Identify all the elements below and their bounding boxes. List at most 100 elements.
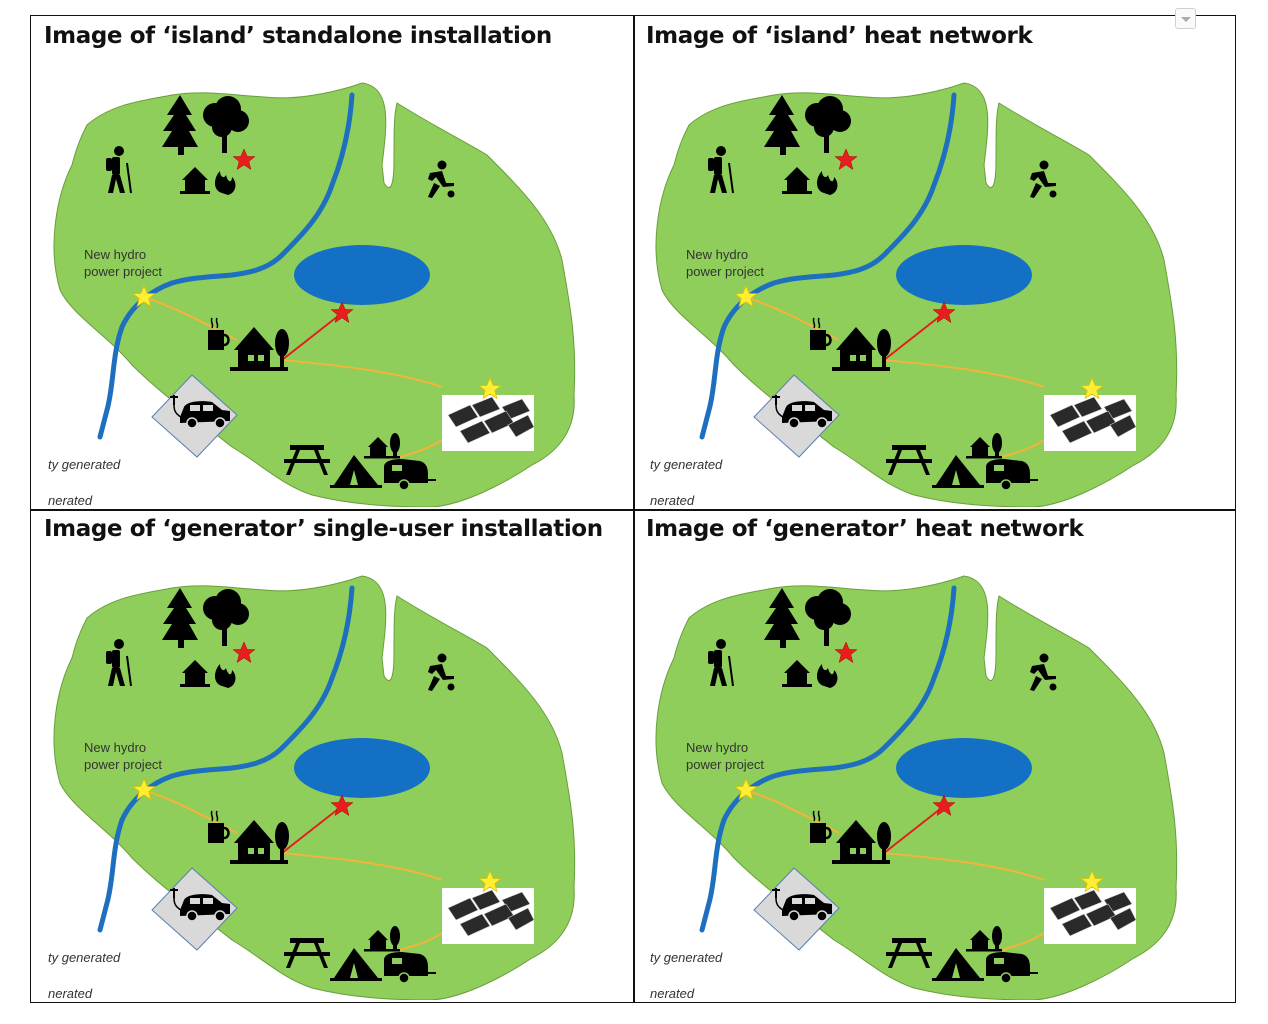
runner-icon — [1030, 160, 1057, 198]
caravan-icon — [384, 459, 436, 491]
caravan-icon — [986, 952, 1038, 984]
fire-icon — [215, 664, 236, 688]
heat-line-lake-to-house — [883, 805, 945, 854]
power-line-solar-to-camp — [1001, 439, 1045, 458]
runner-icon — [428, 160, 455, 198]
park-map-illustration: New hydro power project — [650, 575, 1178, 1000]
tree-icon — [764, 95, 851, 155]
house-icon — [782, 167, 812, 194]
solar-panel-icon — [442, 888, 535, 944]
tree-icon — [162, 588, 249, 648]
tree-icon — [764, 588, 851, 648]
panel-island-heat-network: Image of ‘island’ heat network — [634, 17, 1234, 507]
park-map-illustration: New hydro power project — [48, 575, 576, 1000]
caravan-icon — [384, 952, 436, 984]
cafe-icon — [810, 317, 832, 350]
solar-panel-icon — [1044, 395, 1137, 451]
hiker-icon — [106, 146, 132, 194]
panel-title: Image of ‘generator’ heat network — [646, 516, 1084, 542]
caption-line1: ty generated — [48, 457, 121, 472]
river — [699, 585, 957, 933]
caption-line1: ty generated — [650, 950, 723, 965]
hydro-label-line2: power project — [686, 264, 764, 279]
caption-line1: ty generated — [650, 457, 723, 472]
park-map-illustration: New hydro power project — [48, 82, 576, 507]
lake — [294, 245, 430, 305]
panel-generator-heat-network: Image of ‘generator’ heat network — [634, 510, 1234, 1000]
hydro-label-line1: New hydro — [686, 740, 748, 755]
caption-line2: nerated — [48, 493, 93, 507]
fire-icon — [215, 171, 236, 195]
power-line-solar-to-camp — [1001, 932, 1045, 951]
panel-generator-single-user: Image of ‘generator’ single-user install… — [32, 510, 632, 1000]
park-map-illustration: New hydro power project — [650, 82, 1178, 507]
heat-line-lake-to-house — [281, 805, 343, 854]
caption-line2: nerated — [650, 986, 695, 1000]
cafe-icon — [810, 810, 832, 843]
hiker-icon — [708, 639, 734, 687]
hydro-label-line2: power project — [686, 757, 764, 772]
caravan-icon — [986, 459, 1038, 491]
house-icon — [230, 820, 289, 864]
house-icon — [832, 327, 891, 371]
scenario-table — [30, 15, 1236, 1003]
tent-icon — [932, 948, 984, 981]
lake — [896, 738, 1032, 798]
tent-icon — [330, 455, 382, 488]
caption-line2: nerated — [650, 493, 695, 507]
picnic-table-icon — [284, 445, 330, 475]
panel-title: Image of ‘island’ standalone installatio… — [44, 23, 552, 49]
cafe-icon — [208, 810, 230, 843]
heat-line-lake-to-house — [883, 312, 945, 361]
power-line-solar-to-camp — [399, 932, 443, 951]
cafe-icon — [208, 317, 230, 350]
river — [97, 585, 355, 933]
tree-icon — [162, 95, 249, 155]
picnic-table-icon — [886, 445, 932, 475]
house-icon — [782, 660, 812, 687]
power-line-house-to-solar — [883, 852, 1045, 881]
ev-charging-car-icon — [151, 867, 238, 951]
tent-icon — [330, 948, 382, 981]
lake — [294, 738, 430, 798]
hydro-label-line2: power project — [84, 757, 162, 772]
power-line-solar-to-camp — [399, 439, 443, 458]
hydro-label-line2: power project — [84, 264, 162, 279]
ev-charging-car-icon — [753, 867, 840, 951]
panel-title: Image of ‘generator’ single-user install… — [44, 516, 603, 542]
power-line-house-to-solar — [281, 852, 443, 881]
lake — [896, 245, 1032, 305]
heat-line-lake-to-house — [281, 312, 343, 361]
house-icon — [364, 433, 400, 459]
caption-line2: nerated — [48, 986, 93, 1000]
ev-charging-car-icon — [151, 374, 238, 458]
ev-charging-car-icon — [753, 374, 840, 458]
house-icon — [966, 926, 1002, 952]
panel-island-standalone: Image of ‘island’ standalone installatio… — [32, 17, 632, 507]
hydro-label-line1: New hydro — [686, 247, 748, 262]
chevron-down-icon[interactable] — [1175, 8, 1196, 29]
house-icon — [180, 660, 210, 687]
solar-panel-icon — [1044, 888, 1137, 944]
house-icon — [364, 926, 400, 952]
river — [97, 92, 355, 440]
house-icon — [230, 327, 289, 371]
picnic-table-icon — [284, 938, 330, 968]
house-icon — [180, 167, 210, 194]
runner-icon — [1030, 653, 1057, 691]
picnic-table-icon — [886, 938, 932, 968]
hydro-label-line1: New hydro — [84, 740, 146, 755]
solar-panel-icon — [442, 395, 535, 451]
tent-icon — [932, 455, 984, 488]
power-line-house-to-solar — [883, 359, 1045, 388]
fire-icon — [817, 171, 838, 195]
river — [699, 92, 957, 440]
house-icon — [966, 433, 1002, 459]
table-divider-horizontal — [31, 509, 1235, 511]
panel-title: Image of ‘island’ heat network — [646, 23, 1033, 49]
hiker-icon — [106, 639, 132, 687]
power-line-house-to-solar — [281, 359, 443, 388]
fire-icon — [817, 664, 838, 688]
hiker-icon — [708, 146, 734, 194]
caption-line1: ty generated — [48, 950, 121, 965]
